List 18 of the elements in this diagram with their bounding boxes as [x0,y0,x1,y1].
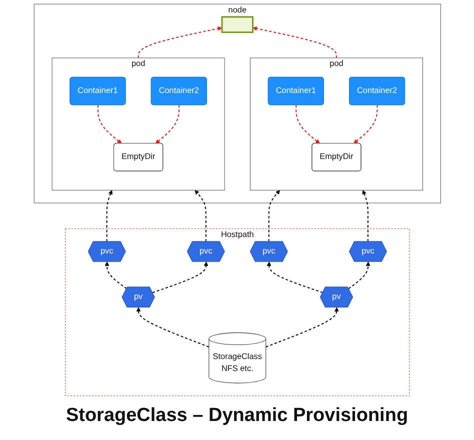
arrow [137,26,222,58]
node-box [220,16,254,34]
arrow [154,105,180,144]
caption: StorageClass – Dynamic Provisioning [66,405,408,426]
arrow [295,105,320,144]
arrow [348,261,370,290]
arrow [265,307,338,348]
arrow [362,190,368,242]
arrow [194,190,206,242]
arrow [252,26,337,58]
arrow [266,261,323,294]
arrow [268,190,280,242]
arrow [104,261,127,290]
arrow [353,105,378,144]
arrow [106,190,112,242]
arrow [152,261,208,294]
arrow [97,105,122,144]
arrow [136,307,209,348]
